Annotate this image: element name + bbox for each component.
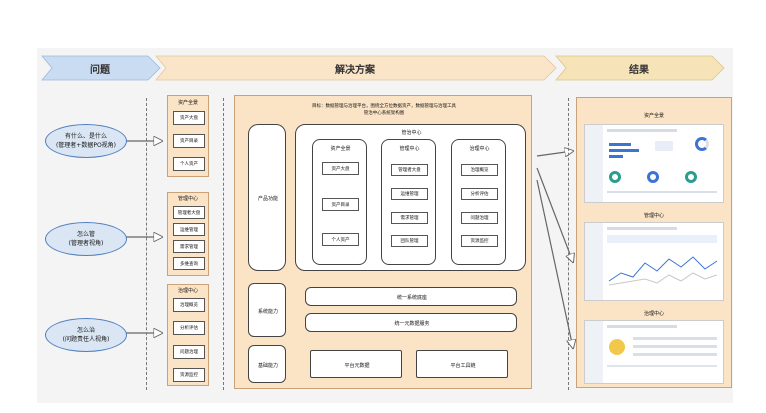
- group-governance-center: 治理中心 治理概览 分析评估 问题治理 资源监控: [167, 284, 209, 386]
- column-2-item-4: 团队管理: [391, 235, 428, 247]
- base-box-2-label: 平台工具链: [450, 362, 476, 369]
- group-management-center: 管理中心 管理者大盘 运维管理 需求管理 多维查询: [167, 192, 209, 276]
- result-1-screenshot: [584, 124, 724, 203]
- problem-ellipse-2: 怎么管 (管理者视角): [45, 222, 127, 256]
- result-3-header-bar: [607, 325, 677, 328]
- result-2-kpi-row: [607, 235, 717, 243]
- result-3-row-2: [633, 345, 717, 348]
- result-2-title: 管理中心: [643, 212, 664, 219]
- result-1-bar-a: [609, 143, 631, 146]
- result-1-ring-b: [647, 171, 659, 183]
- header-solution: 解决方案: [335, 64, 375, 76]
- result-1-sidebar: [585, 125, 603, 202]
- separator-right: [568, 98, 569, 390]
- result-2-header-bar: [607, 227, 677, 230]
- solution-subtitle: 管治中心系统架构图: [363, 111, 405, 116]
- result-1-bar-c: [609, 155, 623, 158]
- result-3-sidebar: [585, 321, 603, 383]
- problem-1-line1: 有什么、是什么: [64, 133, 107, 140]
- result-1-title: 资产全景: [643, 112, 664, 119]
- separator-middle: [223, 98, 224, 390]
- result-2-line-chart: [608, 256, 718, 286]
- group-3-item-2: 分析评估: [173, 321, 205, 335]
- result-2-screenshot: [584, 222, 724, 301]
- system-bar-1-label: 统一系统底座: [396, 295, 427, 301]
- result-1-header-bar: [607, 129, 677, 132]
- result-1-ring-c: [685, 171, 697, 183]
- layer-base-label: 基础能力: [257, 362, 278, 369]
- column-3-item-4: 资源监控: [461, 235, 498, 247]
- result-1-bar-b: [609, 149, 639, 152]
- group-1-title: 资产全景: [177, 100, 198, 106]
- group-3-item-4: 资源监控: [173, 368, 205, 382]
- group-asset-panorama: 资产全景 资产大盘 资产目录 个人资产: [167, 95, 209, 177]
- solution-goal: 目标：数据管理与治理平台，围绕全方位数据资产，数据管理与治理工具: [312, 104, 456, 109]
- problem-1-line2: (管理者+数据PO视角): [55, 142, 117, 149]
- group-3-item-1: 治理概览: [173, 298, 205, 312]
- problem-3-line1: 怎么治: [76, 327, 95, 334]
- layer-product-box: 产品功能: [248, 124, 286, 271]
- result-3-table-line: [607, 365, 717, 367]
- column-1-title: 资产全景: [330, 145, 351, 152]
- column-3-title: 治理中心: [469, 145, 490, 152]
- group-3-item-3: 问题治理: [173, 345, 205, 359]
- result-1-donut: [695, 137, 709, 151]
- group-1-item-3: 个人资产: [173, 157, 205, 171]
- problem-ellipse-1: 有什么、是什么 (管理者+数据PO视角): [45, 124, 127, 158]
- result-3-screenshot: [584, 320, 724, 384]
- base-box-1-label: 平台元数据: [344, 362, 370, 369]
- layer-base-box: 基础能力: [248, 345, 286, 383]
- column-3-item-1: 治理概览: [461, 164, 498, 176]
- layer-system-box: 系统能力: [248, 283, 286, 337]
- problem-3-line2: (问题责任人视角): [62, 336, 110, 343]
- result-2-sidebar: [585, 223, 603, 300]
- column-1-item-1: 资产大盘: [322, 162, 359, 175]
- group-1-item-1: 资产大盘: [173, 111, 205, 125]
- group-2-item-1: 管理者大盘: [173, 206, 205, 219]
- separator-left: [146, 98, 147, 390]
- header-result: 结果: [629, 64, 649, 76]
- base-box-1: 平台元数据: [310, 350, 402, 378]
- system-bar-2-label: 统一元数据服务: [394, 321, 430, 327]
- column-1-item-3: 个人资产: [322, 233, 359, 246]
- group-2-item-4: 多维查询: [173, 257, 205, 270]
- column-asset-panorama: 资产全景 资产大盘 资产目录 个人资产: [312, 139, 367, 265]
- result-3-score-circle: [609, 339, 625, 355]
- column-3-item-2: 分析评估: [461, 188, 498, 200]
- column-3-item-3: 问题治理: [461, 212, 498, 224]
- column-2-item-1: 管理者大盘: [391, 164, 428, 176]
- result-3-row-3: [633, 353, 717, 356]
- result-3-row-1: [633, 337, 717, 340]
- system-bar-1: 统一系统底座: [305, 287, 517, 306]
- group-2-title: 管理中心: [177, 196, 198, 202]
- result-1-card: [655, 141, 673, 151]
- result-1-table-line: [607, 191, 717, 193]
- header-problem: 问题: [90, 64, 110, 76]
- group-2-item-2: 运维管理: [173, 223, 205, 236]
- column-governance-center: 治理中心 治理概览 分析评估 问题治理 资源监控: [451, 139, 506, 265]
- problem-2-line2: (管理者视角): [68, 240, 104, 247]
- column-management-center: 管理中心 管理者大盘 运维管理 需求管理 团队管理: [381, 139, 436, 265]
- system-bar-2: 统一元数据服务: [305, 313, 517, 332]
- layer-system-label: 系统能力: [257, 308, 278, 315]
- management-center-title: 管治中心: [401, 129, 422, 136]
- column-2-item-2: 运维管理: [391, 188, 428, 200]
- result-3-title: 治理中心: [643, 310, 664, 317]
- problem-ellipse-3: 怎么治 (问题责任人视角): [45, 318, 127, 352]
- column-2-title: 管理中心: [399, 145, 420, 152]
- group-1-item-2: 资产目录: [173, 134, 205, 148]
- layer-product-label: 产品功能: [257, 196, 278, 202]
- problem-2-line1: 怎么管: [76, 231, 95, 238]
- column-2-item-3: 需求管理: [391, 212, 428, 224]
- result-1-ring-a: [609, 171, 621, 183]
- column-1-item-2: 资产目录: [322, 198, 359, 211]
- group-2-item-3: 需求管理: [173, 240, 205, 253]
- group-3-title: 治理中心: [177, 288, 198, 294]
- base-box-2: 平台工具链: [416, 350, 508, 378]
